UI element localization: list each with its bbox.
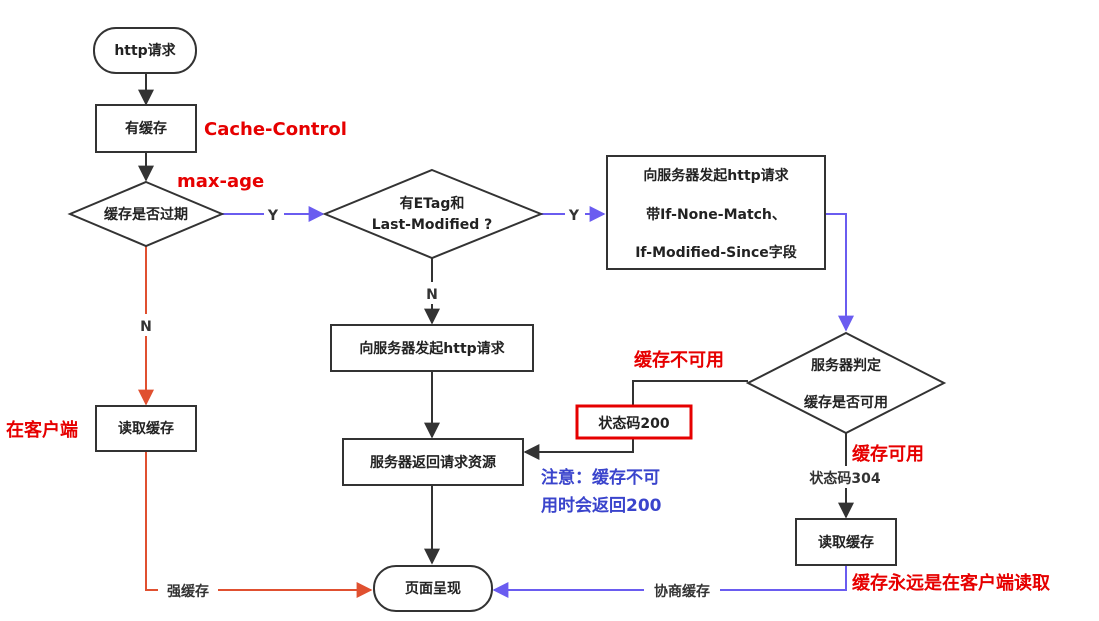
edge-labels: Y Y N N 状态码304 强缓存 协商缓存	[136, 203, 890, 602]
node-server-return: 服务器返回请求资源	[342, 438, 524, 486]
edge-label-y1: Y	[267, 208, 279, 224]
plain-request-label: 向服务器发起http请求	[359, 340, 505, 357]
server-judge-line1: 服务器判定	[811, 357, 881, 374]
edge-label-strong-cache: 强缓存	[167, 583, 209, 600]
node-read-cache-left: 读取缓存	[95, 405, 197, 452]
has-etag-label-line2: Last-Modified ?	[372, 217, 492, 233]
cache-expired-diamond	[67, 180, 225, 248]
annotation-max-age: max-age	[177, 171, 264, 192]
server-return-label: 服务器返回请求资源	[370, 454, 496, 471]
node-has-cache: 有缓存	[95, 104, 197, 153]
server-return-box	[342, 438, 524, 486]
node-status-200: 状态码200	[575, 404, 693, 440]
status-200-label: 状态码200	[598, 415, 669, 432]
edge-read-cache-to-page-strong	[145, 451, 373, 598]
cond-request-box	[606, 155, 826, 270]
edge-label-n2: N	[426, 287, 438, 303]
node-read-cache-right: 读取缓存	[795, 518, 897, 566]
annotation-cache-unavailable: 缓存不可用	[634, 349, 724, 371]
edge-label-n1: N	[140, 319, 152, 335]
node-server-judge: 服务器判定 缓存是否可用	[745, 331, 947, 435]
annotation-always-client: 缓存永远是在客户端读取	[852, 572, 1051, 594]
edge-label-y2: Y	[568, 208, 580, 224]
read-cache-left-label: 读取缓存	[118, 420, 174, 437]
page-render-label: 页面呈现	[405, 581, 461, 597]
has-etag-diamond	[322, 168, 544, 260]
cond-request-line2: 带If-None-Match、	[646, 207, 786, 223]
cond-request-line1: 向服务器发起http请求	[643, 167, 789, 184]
node-cache-expired: 缓存是否过期	[67, 180, 225, 248]
annotation-cache-available: 缓存可用	[852, 443, 924, 465]
start-label: http请求	[114, 42, 176, 59]
has-cache-label: 有缓存	[125, 120, 167, 137]
annotation-note-line2: 用时会返回200	[541, 495, 662, 516]
edge-label-status-304: 状态码304	[809, 470, 880, 487]
start-terminal-shape	[93, 27, 197, 74]
node-plain-request: 向服务器发起http请求	[330, 324, 534, 372]
edge-read-cache-to-page-negotiated	[492, 565, 847, 598]
annotations: Cache-Control max-age 在客户端 缓存不可用 缓存可用 注意…	[6, 119, 1051, 594]
server-judge-line2: 缓存是否可用	[804, 394, 888, 411]
edge-label-negotiated-cache: 协商缓存	[654, 583, 710, 600]
has-cache-box	[95, 104, 197, 153]
annotation-note-line1: 注意：缓存不可	[541, 467, 660, 488]
read-cache-left-box	[95, 405, 197, 452]
read-cache-right-label: 读取缓存	[818, 534, 874, 551]
server-judge-diamond	[745, 331, 947, 435]
status-200-box	[575, 404, 693, 440]
cache-expired-label: 缓存是否过期	[104, 206, 188, 223]
plain-request-box	[330, 324, 534, 372]
cond-request-line3: If-Modified-Since字段	[635, 244, 797, 261]
node-start: http请求	[93, 27, 197, 74]
edge-cond-request-to-judge	[825, 213, 854, 332]
has-etag-label-line1: 有ETag和	[400, 195, 465, 212]
node-page-render: 页面呈现	[373, 565, 493, 612]
annotation-on-client: 在客户端	[6, 419, 78, 441]
node-has-etag: 有ETag和 Last-Modified ?	[322, 168, 544, 260]
page-render-terminal-shape	[373, 565, 493, 612]
annotation-cache-control: Cache-Control	[204, 119, 347, 140]
read-cache-right-box	[795, 518, 897, 566]
node-cond-request: 向服务器发起http请求 带If-None-Match、 If-Modified…	[606, 155, 826, 270]
